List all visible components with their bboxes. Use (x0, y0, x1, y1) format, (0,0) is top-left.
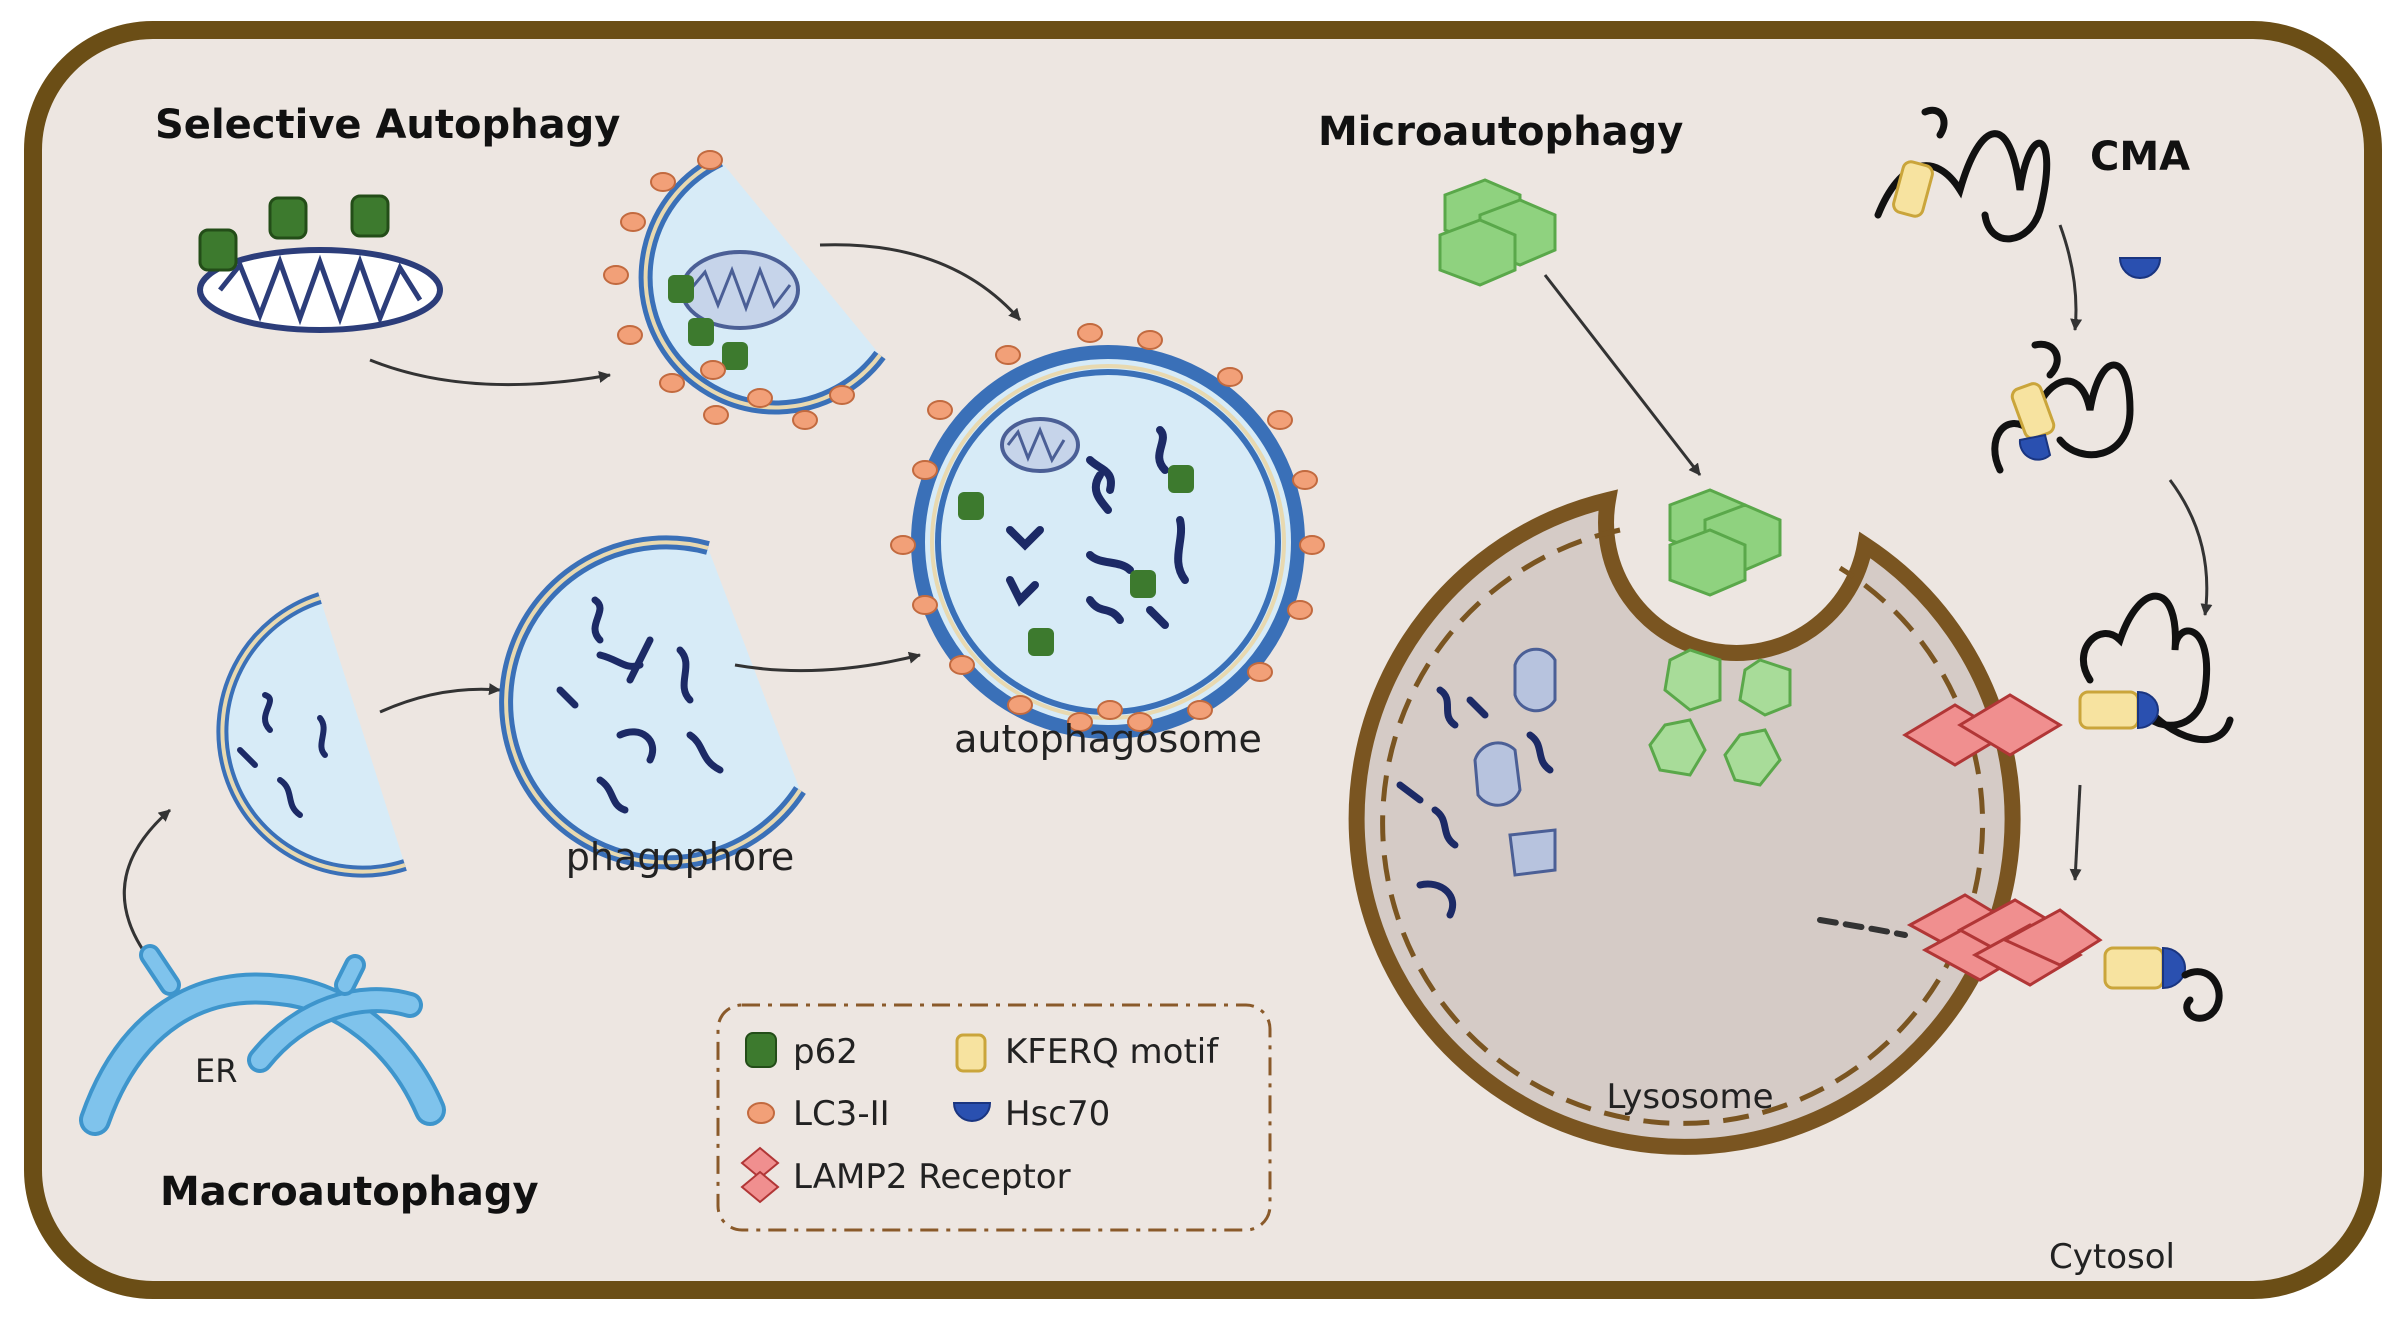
selective-autophagy-title: Selective Autophagy (155, 102, 620, 148)
early-phagophore (216, 592, 407, 878)
arrow-er-to-phagophore (122, 808, 171, 961)
hsc70-free (2118, 257, 2162, 279)
degrading-cargo (1648, 648, 1792, 787)
cargo-cluster (1438, 178, 1557, 287)
legend-hsc70-label: Hsc70 (1005, 1094, 1110, 1134)
legend-hsc70-swatch (952, 1102, 992, 1122)
legend-lc3-label: LC3-II (793, 1094, 890, 1134)
cma-title: CMA (2090, 134, 2190, 180)
cytosol-label: Cytosol (2049, 1237, 2175, 1277)
cma-substrate-translocating (2103, 946, 2223, 1022)
legend-lamp2-swatch (740, 1146, 780, 1204)
legend-p62-swatch (745, 1032, 777, 1068)
cma-substrate-free (1874, 106, 2051, 243)
legend-kferq-label: KFERQ motif (1005, 1032, 1219, 1072)
arrow-cma-step-3 (2069, 784, 2082, 881)
legend: p62 LC3-II LAMP2 Receptor KFERQ motif Hs… (716, 1003, 1272, 1232)
selective-phagophore (603, 150, 886, 430)
lamp2-receptor-multimer (1906, 893, 2103, 987)
microautophagy-title: Microautophagy (1318, 109, 1683, 155)
lamp2-receptor-monomer (1902, 693, 2063, 767)
er-label: ER (195, 1052, 237, 1090)
legend-p62-label: p62 (793, 1032, 858, 1072)
mitochondrion (197, 247, 443, 333)
cma-substrate-docking (2078, 592, 2234, 744)
translocation-path (1817, 917, 1908, 938)
legend-kferq-swatch (955, 1033, 987, 1073)
arrow-cma-step-1 (2058, 224, 2083, 331)
arrow-mito-to-phagophore (369, 358, 611, 387)
invaginated-cargo (1668, 488, 1782, 597)
p62-marker (350, 194, 390, 238)
lysosome-label: Lysosome (1606, 1077, 1773, 1117)
phagophore (499, 535, 806, 870)
cma-substrate-bound (1991, 340, 2134, 474)
arrow-micro-to-lysosome (1543, 274, 1702, 476)
autophagosome (890, 323, 1325, 739)
arrow-phagophore-growth (379, 683, 501, 714)
arrow-phagophore-to-autophagosome (734, 651, 921, 673)
legend-lc3-swatch (747, 1102, 775, 1124)
macroautophagy-title: Macroautophagy (160, 1169, 539, 1215)
arrow-to-autophagosome-top (819, 243, 1022, 321)
phagophore-label: phagophore (566, 835, 794, 879)
p62-marker (268, 196, 308, 240)
degrading-debris (1396, 647, 1557, 919)
legend-lamp2-label: LAMP2 Receptor (793, 1157, 1071, 1197)
autophagosome-label: autophagosome (954, 717, 1262, 761)
kferq-motif (1892, 160, 1934, 218)
arrow-cma-step-2 (2168, 479, 2213, 616)
endoplasmic-reticulum (79, 944, 446, 1136)
p62-marker (198, 228, 238, 272)
